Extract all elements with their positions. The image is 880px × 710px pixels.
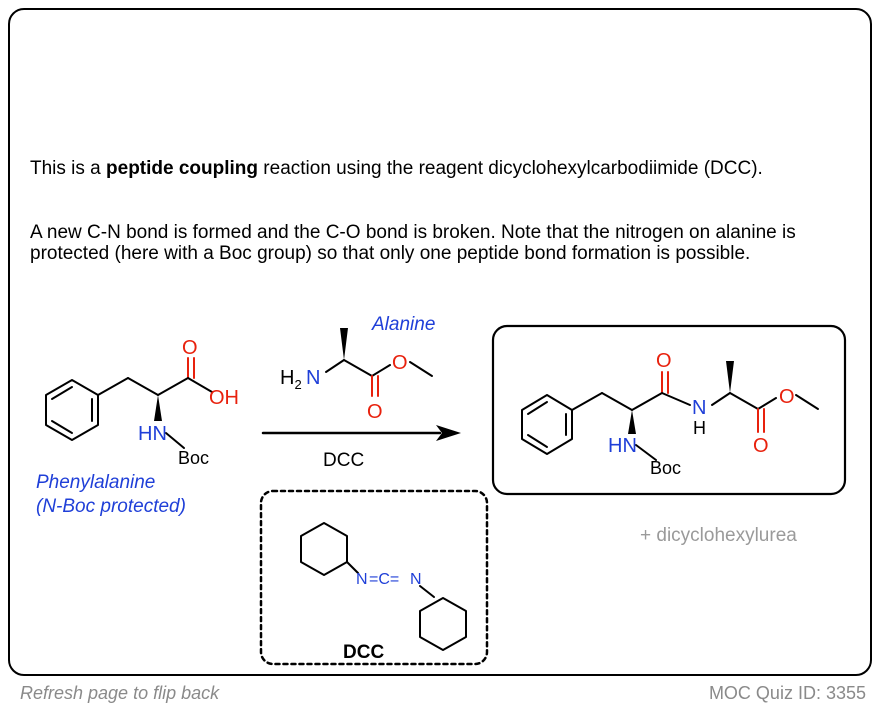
byproduct-label: + dicyclohexylurea xyxy=(640,525,797,546)
reactant-hydroxyl: OH xyxy=(209,387,239,409)
dcc-carbon-group: =C= xyxy=(369,571,399,588)
phenylalanine-structure xyxy=(45,357,213,449)
dcc-label: DCC xyxy=(343,642,384,663)
dcc-nitrogen-1: N xyxy=(356,571,368,588)
product-amide-hydrogen: H xyxy=(693,418,706,438)
reactant-protection-note: (N-Boc protected) xyxy=(36,496,186,517)
dipeptide-structure xyxy=(521,361,819,461)
dcc-structure xyxy=(300,522,467,651)
reagent-h2-label: H2 xyxy=(280,367,302,392)
product-box xyxy=(491,324,847,496)
flip-back-hint: Refresh page to flip back xyxy=(20,683,220,703)
dcc-box xyxy=(259,489,489,666)
product-carbonyl-oxygen-ester: O xyxy=(753,435,769,457)
product-boc-label: Boc xyxy=(650,458,681,478)
intro-text-end: reaction using the reagent dicyclohexylc… xyxy=(258,158,763,179)
product-ester-oxygen: O xyxy=(779,386,795,408)
intro-text-start: This is a xyxy=(30,158,107,179)
intro-bold-term: peptide coupling xyxy=(106,158,259,179)
reagent-ester-oxygen: O xyxy=(392,352,408,374)
intro-paragraph: This is a peptide coupling reaction usin… xyxy=(30,158,820,179)
quiz-id: MOC Quiz ID: 3355 xyxy=(708,683,866,703)
reagent-name: Alanine xyxy=(371,314,435,335)
dcc-nitrogen-2: N xyxy=(410,571,422,588)
reagent-carbonyl-oxygen: O xyxy=(367,401,383,423)
detail-paragraph: A new C-N bond is formed and the C-O bon… xyxy=(30,222,796,264)
product-amine: HN xyxy=(608,435,637,457)
reaction-arrow xyxy=(261,425,461,441)
arrow-label: DCC xyxy=(323,450,364,471)
alanine-structure xyxy=(325,328,433,397)
reactant-amine: HN xyxy=(138,423,167,445)
reactant-boc-label: Boc xyxy=(178,448,209,468)
reactant-carbonyl-oxygen: O xyxy=(182,337,198,359)
reagent-nitrogen: N xyxy=(306,367,320,389)
product-carbonyl-oxygen: O xyxy=(656,350,672,372)
reactant-name: Phenylalanine xyxy=(36,472,155,493)
product-amide-nitrogen: N xyxy=(692,397,706,419)
quiz-card xyxy=(8,8,872,676)
